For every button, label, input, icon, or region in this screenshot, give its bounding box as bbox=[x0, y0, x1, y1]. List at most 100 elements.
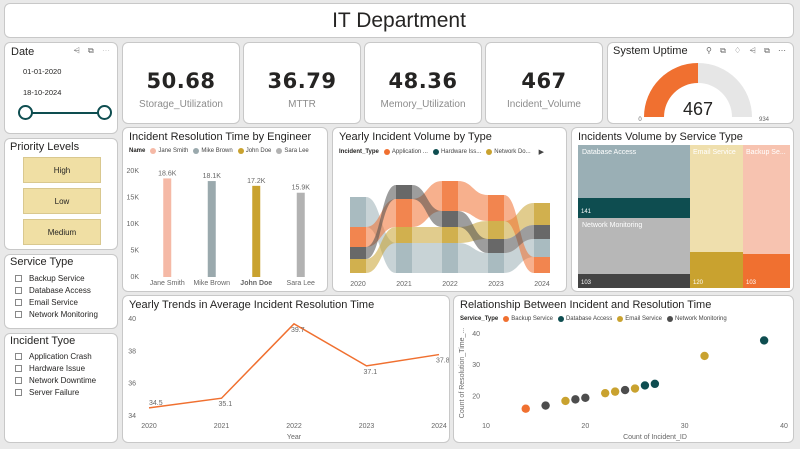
y-tick-label: 38 bbox=[128, 348, 136, 355]
option-label: Hardware Issue bbox=[29, 363, 86, 373]
legend-title: Service_Type bbox=[460, 316, 499, 322]
legend-item[interactable]: Email Service bbox=[625, 316, 662, 322]
x-tick-label: John Doe bbox=[240, 280, 272, 287]
start-date-input[interactable]: 01-01-2020 bbox=[23, 67, 62, 76]
priority-medium-button[interactable]: Medium bbox=[23, 219, 101, 245]
point-data-label: 37.1 bbox=[364, 369, 378, 376]
ribbon-segment bbox=[534, 225, 550, 239]
bar-data-label: 15.9K bbox=[292, 185, 311, 192]
incident-type-option[interactable]: Network Downtime bbox=[15, 374, 96, 386]
bar bbox=[252, 185, 261, 277]
service-type-list: Backup Service Database Access Email Ser… bbox=[15, 272, 98, 320]
service-type-option[interactable]: Backup Service bbox=[15, 272, 98, 284]
treemap-cell-backup-service[interactable]: Backup Se... 103 bbox=[743, 145, 790, 288]
treemap-cell-highlight bbox=[578, 274, 690, 288]
legend-swatch bbox=[432, 149, 439, 155]
legend-item[interactable]: Backup Service bbox=[511, 316, 553, 322]
legend-item[interactable]: Application ... bbox=[391, 149, 428, 155]
service-type-option[interactable]: Email Service bbox=[15, 296, 98, 308]
ribbon-segment bbox=[442, 181, 458, 211]
option-label: Network Downtime bbox=[29, 375, 97, 385]
kpi-value: 48.36 bbox=[388, 69, 458, 93]
treemap-cell-email-service[interactable]: Email Service 120 bbox=[690, 145, 743, 288]
x-tick-label: Sara Lee bbox=[287, 280, 316, 287]
kpi-mttr: 36.79 MTTR bbox=[243, 42, 361, 124]
y-tick-label: 30 bbox=[472, 362, 480, 369]
treemap-cell-value: 141 bbox=[581, 209, 592, 215]
option-label: Application Crash bbox=[29, 351, 92, 361]
service-type-option[interactable]: Database Access bbox=[15, 284, 98, 296]
checkbox[interactable] bbox=[15, 364, 22, 372]
option-label: Database Access bbox=[29, 285, 91, 295]
end-date-input[interactable]: 18-10-2024 bbox=[23, 88, 62, 97]
legend-item[interactable]: Hardware Iss... bbox=[440, 149, 482, 155]
priority-high-button[interactable]: High bbox=[23, 157, 101, 183]
treemap-cell-database-access[interactable]: Database Access 141 bbox=[578, 145, 690, 218]
slicer-header-icons[interactable]: ⩤ ⧉ ⋯ bbox=[73, 46, 113, 55]
treemap-cell-value: 120 bbox=[693, 280, 704, 286]
bar bbox=[296, 192, 305, 277]
scatter-point bbox=[601, 388, 610, 398]
ribbon-segment bbox=[350, 259, 366, 273]
option-label: Email Service bbox=[29, 297, 78, 307]
legend-item[interactable]: Network Do... bbox=[494, 149, 531, 155]
scatter-point bbox=[630, 384, 640, 393]
legend-item[interactable]: Mike Brown bbox=[201, 148, 233, 154]
checkbox[interactable] bbox=[15, 388, 22, 396]
option-label: Server Failure bbox=[29, 387, 80, 397]
date-slicer[interactable]: Date ⩤ ⧉ ⋯ 01-01-2020 18-10-2024 bbox=[4, 42, 118, 134]
x-tick-label: 2023 bbox=[488, 281, 504, 288]
option-label: Backup Service bbox=[29, 273, 85, 283]
legend-next-arrow[interactable]: ▶ bbox=[538, 149, 545, 156]
legend-item[interactable]: John Doe bbox=[245, 148, 272, 154]
x-tick-label: 10 bbox=[482, 423, 490, 430]
kpi-label: MTTR bbox=[288, 99, 316, 110]
ribbon-band bbox=[412, 243, 442, 273]
date-range-end-handle[interactable] bbox=[97, 105, 112, 120]
checkbox[interactable] bbox=[15, 274, 22, 282]
chart-title: Yearly Incident Volume by Type bbox=[339, 131, 492, 143]
kpi-value: 50.68 bbox=[146, 69, 216, 93]
visual-header-icons[interactable]: ⚲ ⧉ ♢ ⩤ ⧉ ⋯ bbox=[706, 46, 789, 55]
checkbox[interactable] bbox=[15, 376, 22, 384]
date-range-track bbox=[27, 112, 103, 114]
y-tick-label: 20 bbox=[472, 393, 480, 400]
treemap-cell-network-monitoring[interactable]: Network Monitoring 103 bbox=[578, 218, 690, 288]
legend-item[interactable]: Jane Smith bbox=[158, 148, 189, 154]
legend-item[interactable]: Network Monitoring bbox=[674, 316, 727, 322]
legend-swatch bbox=[276, 148, 283, 154]
scatter-point bbox=[620, 385, 630, 395]
resolution-by-engineer-chart: Incident Resolution Time by Engineer Nam… bbox=[122, 127, 328, 292]
date-slicer-label: Date bbox=[11, 46, 35, 58]
y-tick-label: 40 bbox=[128, 316, 136, 323]
checkbox[interactable] bbox=[15, 286, 22, 294]
yearly-volume-chart: Yearly Incident Volume by Type Incident_… bbox=[332, 127, 567, 292]
scatter-point bbox=[541, 401, 550, 410]
checkbox[interactable] bbox=[15, 352, 22, 360]
ribbon-band bbox=[458, 181, 488, 221]
gauge-min: 0 bbox=[638, 117, 642, 123]
incident-type-option[interactable]: Application Crash bbox=[15, 350, 96, 362]
x-axis-label: Count of Incident_ID bbox=[623, 434, 687, 441]
ribbon-segment bbox=[488, 253, 504, 273]
checkbox[interactable] bbox=[15, 298, 22, 306]
incident-type-option[interactable]: Server Failure bbox=[15, 386, 96, 398]
x-tick-label: 40 bbox=[780, 423, 788, 430]
date-range-start-handle[interactable] bbox=[18, 105, 33, 120]
kpi-label: Incident_Volume bbox=[507, 99, 581, 110]
legend-item[interactable]: Database Access bbox=[565, 316, 613, 322]
legend-item[interactable]: Sara Lee bbox=[284, 148, 309, 154]
x-tick-label: 2020 bbox=[350, 281, 366, 288]
legend-swatch bbox=[503, 316, 510, 322]
treemap-cell-value: 103 bbox=[746, 280, 757, 286]
kpi-value: 36.79 bbox=[267, 69, 337, 93]
incident-type-option[interactable]: Hardware Issue bbox=[15, 362, 96, 374]
bar-data-label: 17.2K bbox=[247, 178, 266, 185]
chart-title: Incident Resolution Time by Engineer bbox=[129, 131, 312, 143]
service-type-option[interactable]: Network Monitoring bbox=[15, 308, 98, 320]
system-uptime-gauge: System Uptime ⚲ ⧉ ♢ ⩤ ⧉ ⋯ 467 0 934 bbox=[607, 42, 794, 124]
treemap-cell-label: Database Access bbox=[582, 149, 637, 156]
priority-low-button[interactable]: Low bbox=[23, 188, 101, 214]
x-tick-label: 2020 bbox=[141, 423, 157, 430]
checkbox[interactable] bbox=[15, 310, 22, 318]
